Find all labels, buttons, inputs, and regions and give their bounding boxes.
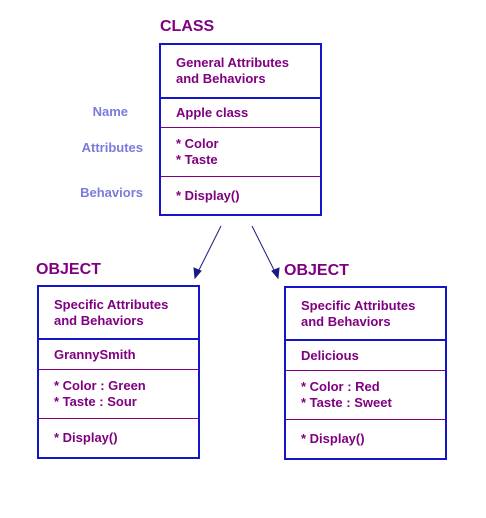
object-title: OBJECT (36, 261, 101, 278)
class-attributes-section: * Color * Taste (161, 127, 320, 176)
object-attributes-section: * Color : Red * Taste : Sweet (286, 370, 445, 419)
object-name-section: GrannySmith (39, 340, 198, 369)
class-header-line-1: General Attributes (176, 55, 289, 70)
behaviors-label: Behaviors (80, 185, 143, 200)
object-header: Specific Attributes and Behaviors (39, 287, 198, 340)
object-header-line-1: Specific Attributes (54, 296, 169, 312)
object-attribute: * Color : Red (301, 379, 380, 394)
arrow-to-grannysmith (196, 225, 222, 275)
class-behaviors-section: * Display() (161, 176, 320, 214)
object-attribute: * Color : Green (54, 378, 146, 393)
object-attribute: * Taste : Sweet (301, 395, 392, 410)
object-header: Specific Attributes and Behaviors (286, 288, 445, 341)
class-attribute: * Taste (176, 152, 218, 167)
class-behavior: * Display() (176, 187, 240, 203)
object-behavior: * Display() (301, 431, 365, 446)
class-attribute: * Color (176, 136, 219, 151)
object-behaviors-section: * Display() (286, 419, 445, 458)
attributes-label: Attributes (81, 140, 143, 155)
object-name-section: Delicious (286, 341, 445, 370)
object-name: GrannySmith (54, 346, 136, 362)
object-box-delicious: Specific Attributes and Behaviors Delici… (284, 286, 447, 460)
object-box-grannysmith: Specific Attributes and Behaviors Granny… (37, 285, 200, 459)
arrow-to-delicious (251, 225, 277, 275)
object-behavior: * Display() (54, 430, 118, 445)
class-header-line-2: and Behaviors (176, 71, 266, 86)
object-behaviors-section: * Display() (39, 418, 198, 457)
object-attribute: * Taste : Sour (54, 394, 137, 409)
object-header-line-2: and Behaviors (301, 313, 391, 329)
class-name-section: Apple class (161, 99, 320, 127)
arrowhead-icon (271, 267, 280, 280)
class-box: General Attributes and Behaviors Apple c… (159, 43, 322, 216)
class-header: General Attributes and Behaviors (161, 45, 320, 99)
class-name: Apple class (176, 105, 249, 120)
object-header-line-2: and Behaviors (54, 312, 144, 328)
object-name: Delicious (301, 347, 359, 363)
name-label: Name (92, 104, 128, 119)
object-header-line-1: Specific Attributes (301, 297, 416, 313)
object-attributes-section: * Color : Green * Taste : Sour (39, 369, 198, 418)
arrowhead-icon (193, 267, 202, 280)
class-title: CLASS (160, 18, 215, 35)
object-title: OBJECT (284, 262, 349, 279)
